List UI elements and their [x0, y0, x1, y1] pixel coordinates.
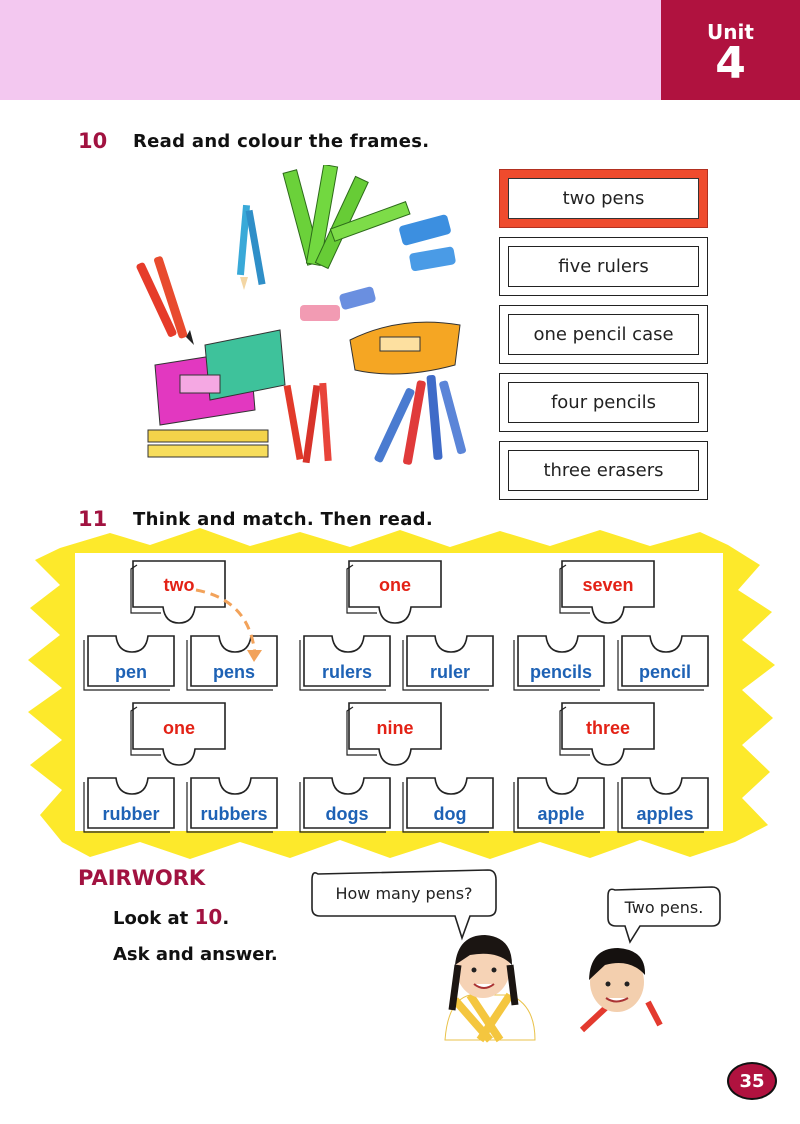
school-supplies-illustration — [136, 165, 466, 465]
puzzle-left-word[interactable]: pencils — [529, 662, 593, 682]
instruction-period: . — [222, 908, 230, 929]
exercise-10-number: 10 — [78, 129, 108, 153]
red-pencils-icon — [283, 382, 332, 464]
answer-bubble-text: Two pens. — [624, 897, 704, 917]
header-band — [0, 0, 661, 100]
puzzle-right-word[interactable]: pens — [212, 662, 255, 682]
frame-label: five rulers — [508, 246, 699, 287]
blue-pencils-icon — [236, 204, 266, 290]
green-rulers-icon — [282, 165, 411, 270]
children-illustration — [311, 869, 721, 1043]
puzzle-right-word[interactable]: dog — [433, 804, 467, 824]
red-pens-icon — [136, 256, 194, 345]
pens-icon — [374, 374, 466, 465]
frame-label: two pens — [508, 178, 699, 219]
puzzle-right-word[interactable]: apples — [636, 804, 694, 824]
pairwork-instruction-2: Ask and answer. — [113, 944, 278, 965]
puzzle-right-word[interactable]: rubbers — [200, 804, 268, 824]
pairwork-heading: PAIRWORK — [78, 866, 206, 890]
boy-icon — [575, 948, 665, 1040]
exercise-reference: 10 — [194, 905, 223, 929]
puzzle-left-word[interactable]: pen — [114, 662, 147, 682]
exercise-11-title: Think and match. Then read. — [133, 509, 433, 530]
pink-erasers-icon — [300, 286, 376, 321]
puzzle-right-word[interactable]: ruler — [429, 662, 471, 682]
puzzle-left-word[interactable]: apple — [537, 804, 585, 824]
puzzle-pieces — [83, 560, 709, 833]
yellow-rulers-icon — [147, 429, 269, 458]
puzzle-right-word[interactable]: pencil — [638, 662, 691, 682]
puzzle-top-word[interactable]: nine — [376, 718, 414, 738]
question-bubble-shape — [311, 869, 497, 941]
puzzle-top-word[interactable]: three — [585, 718, 630, 738]
puzzle-top-word[interactable]: one — [378, 575, 411, 595]
puzzle-top-word[interactable]: seven — [582, 575, 634, 595]
answer-bubble-shape — [607, 886, 721, 944]
puzzle-left-word[interactable]: dogs — [325, 804, 369, 824]
frame-label: one pencil case — [508, 314, 699, 355]
page-number: 35 — [727, 1062, 777, 1100]
frame-label: four pencils — [508, 382, 699, 423]
puzzle-top-word[interactable]: one — [162, 718, 195, 738]
frame-label: three erasers — [508, 450, 699, 491]
exercise-11-number: 11 — [78, 507, 108, 531]
puzzle-left-word[interactable]: rulers — [321, 662, 373, 682]
pink-pencil-case-icon — [154, 329, 286, 426]
word-frame-4[interactable]: four pencils — [499, 373, 708, 432]
orange-pencil-case-icon — [349, 321, 461, 375]
question-bubble-text: How many pens? — [335, 883, 473, 903]
unit-label: Unit — [707, 20, 754, 44]
puzzle-top-word[interactable]: two — [163, 575, 195, 595]
word-frame-3[interactable]: one pencil case — [499, 305, 708, 364]
instruction-text: Look at — [113, 908, 195, 929]
unit-tab: Unit 4 — [661, 0, 800, 100]
pairwork-instruction-1: Look at 10. — [113, 905, 229, 929]
word-frame-5[interactable]: three erasers — [499, 441, 708, 500]
exercise-10-title: Read and colour the frames. — [133, 131, 430, 152]
word-frame-1[interactable]: two pens — [499, 169, 708, 228]
example-arrow-icon — [195, 588, 257, 656]
girl-icon — [444, 935, 536, 1043]
word-frame-2[interactable]: five rulers — [499, 237, 708, 296]
blue-erasers-icon — [399, 214, 456, 272]
puzzle-left-word[interactable]: rubber — [102, 804, 160, 824]
unit-number: 4 — [715, 38, 746, 89]
